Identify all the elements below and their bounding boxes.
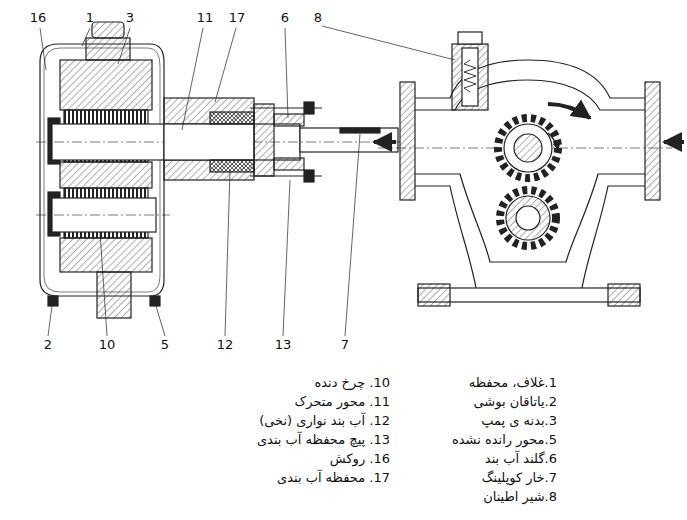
part-name: 12. آب بند نواری (نخی) — [259, 413, 390, 429]
part-name: 2.یاتاقان بوشی — [474, 394, 558, 410]
callout-number: 7 — [341, 337, 349, 353]
callout-number: 13 — [275, 337, 292, 353]
part-name: 3.بدنه ی پمپ — [481, 413, 557, 429]
callout-number: 6 — [281, 10, 289, 26]
part-name: 16. روکش — [330, 451, 390, 467]
part-name: 13. پیچ محفظه آب بندی — [257, 432, 390, 448]
callout-number: 5 — [161, 337, 169, 353]
callout-number: 2 — [44, 337, 52, 353]
callout-number: 11 — [197, 10, 214, 26]
part-name: 7.خار کوپلینگ — [482, 470, 557, 486]
part-name: 10. چرخ دنده — [314, 375, 390, 391]
part-name: 1.غلاف، محفظه — [469, 375, 557, 391]
callout-number: 8 — [314, 10, 322, 26]
callout-number: 12 — [217, 337, 234, 353]
part-name: 5.محور رانده نشده — [452, 432, 557, 448]
callout-number: 1 — [86, 10, 94, 26]
callout-number: 3 — [126, 10, 134, 26]
part-name: 6.گلند آب بند — [485, 451, 557, 467]
callout-number: 17 — [229, 10, 246, 26]
part-name: 11. محور متحرک — [295, 394, 390, 410]
part-name: 17. محفظه آب بندی — [277, 470, 390, 486]
part-name: 8.شیر اطینان — [483, 489, 557, 505]
callout-number: 10 — [99, 337, 116, 353]
callout-number: 16 — [30, 10, 47, 26]
